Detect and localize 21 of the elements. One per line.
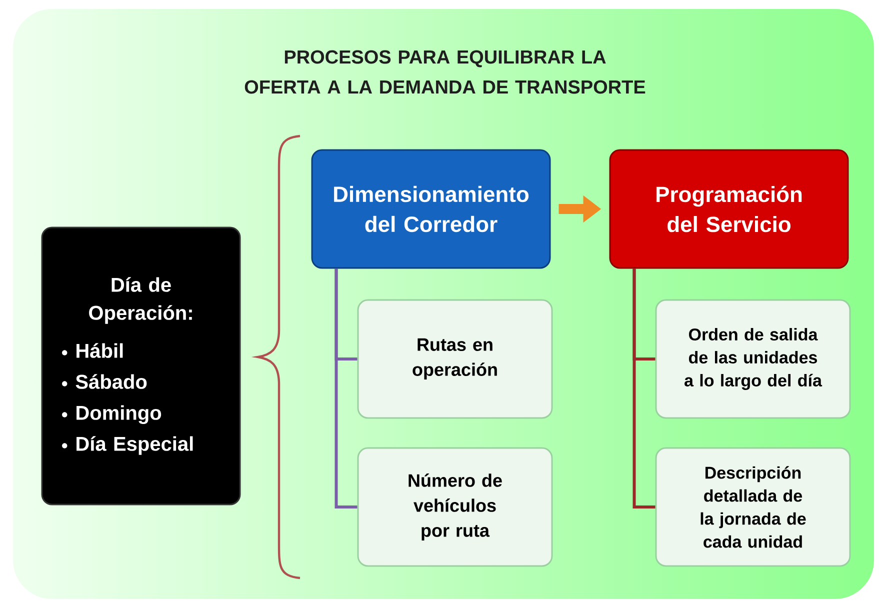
process-box (357, 299, 553, 419)
box-label: Descripción detallada de la jornada de cada unidad (700, 466, 806, 548)
process-box (655, 299, 851, 419)
list-item: Domingo (76, 405, 162, 424)
heading: Día de Operación: (89, 277, 192, 324)
box-label: Número de vehículos por ruta (408, 474, 502, 540)
process-box (655, 447, 851, 567)
box-label: Orden de salida de las unidades a lo largo del día (684, 328, 822, 390)
box-label: Rutas en operación (412, 338, 497, 380)
title: PROCESOS PARA EQUILIBRAR LA OFERTA A LA DEMANDA DE TRANSPORTE (244, 50, 646, 94)
box-label: Dimensionamiento del Corredor (334, 186, 529, 232)
box-label: Programación del Servicio (656, 186, 802, 232)
process-box (357, 447, 553, 567)
list-item: Día Especial (76, 436, 193, 455)
list-item: Hábil (76, 343, 123, 358)
process-box (311, 149, 551, 269)
info-box (41, 226, 241, 506)
connector-line (632, 268, 656, 508)
connector-line (334, 268, 358, 508)
list-item: Sábado (76, 374, 147, 389)
process-box (609, 149, 849, 269)
